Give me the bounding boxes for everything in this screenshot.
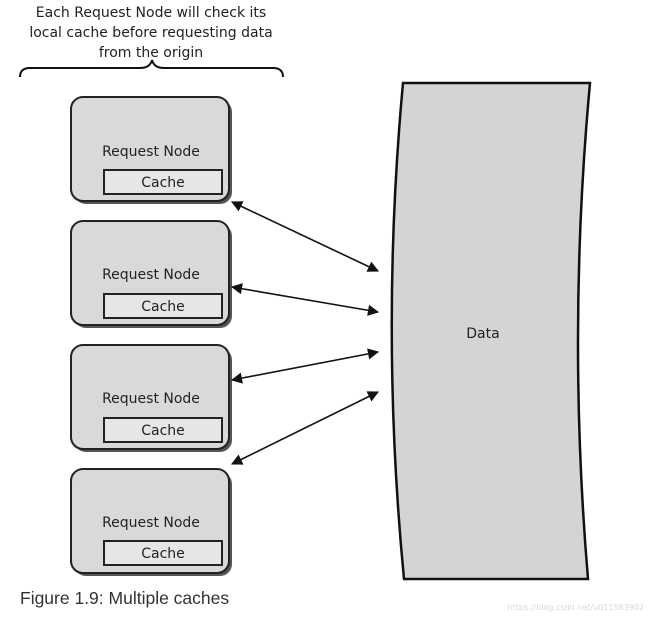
request-node-label: Request Node bbox=[102, 267, 200, 283]
annotation-line-2: local cache before requesting data bbox=[29, 25, 272, 41]
watermark: https://blog.csdn.net/u011583902 bbox=[507, 603, 644, 612]
arrow-node4-data bbox=[230, 391, 380, 465]
cache-box bbox=[103, 293, 223, 319]
arrow-node2-data bbox=[230, 283, 380, 316]
request-node-label: Request Node bbox=[102, 144, 200, 160]
cache-label: Cache bbox=[141, 423, 185, 439]
cache-label: Cache bbox=[141, 546, 185, 562]
cache-box bbox=[103, 417, 223, 443]
cache-label: Cache bbox=[141, 299, 185, 315]
annotation-line-3: from the origin bbox=[99, 45, 203, 61]
request-node-2: Request Node Cache bbox=[70, 220, 232, 328]
arrow-node1-data bbox=[230, 201, 380, 272]
data-store bbox=[390, 81, 592, 581]
request-node-label: Request Node bbox=[102, 391, 200, 407]
cache-box bbox=[103, 169, 223, 195]
request-node-1: Request Node Cache bbox=[70, 96, 232, 204]
cache-box bbox=[103, 540, 223, 566]
request-node-3: Request Node Cache bbox=[70, 344, 232, 452]
figure-caption: Figure 1.9: Multiple caches bbox=[20, 588, 230, 608]
grouping-brace bbox=[19, 59, 284, 78]
request-node-4: Request Node Cache bbox=[70, 468, 232, 576]
data-store-label: Data bbox=[466, 326, 499, 342]
annotation-line-1: Each Request Node will check its bbox=[36, 5, 266, 21]
arrow-node3-data bbox=[230, 348, 380, 384]
request-node-label: Request Node bbox=[102, 515, 200, 531]
cache-label: Cache bbox=[141, 175, 185, 191]
